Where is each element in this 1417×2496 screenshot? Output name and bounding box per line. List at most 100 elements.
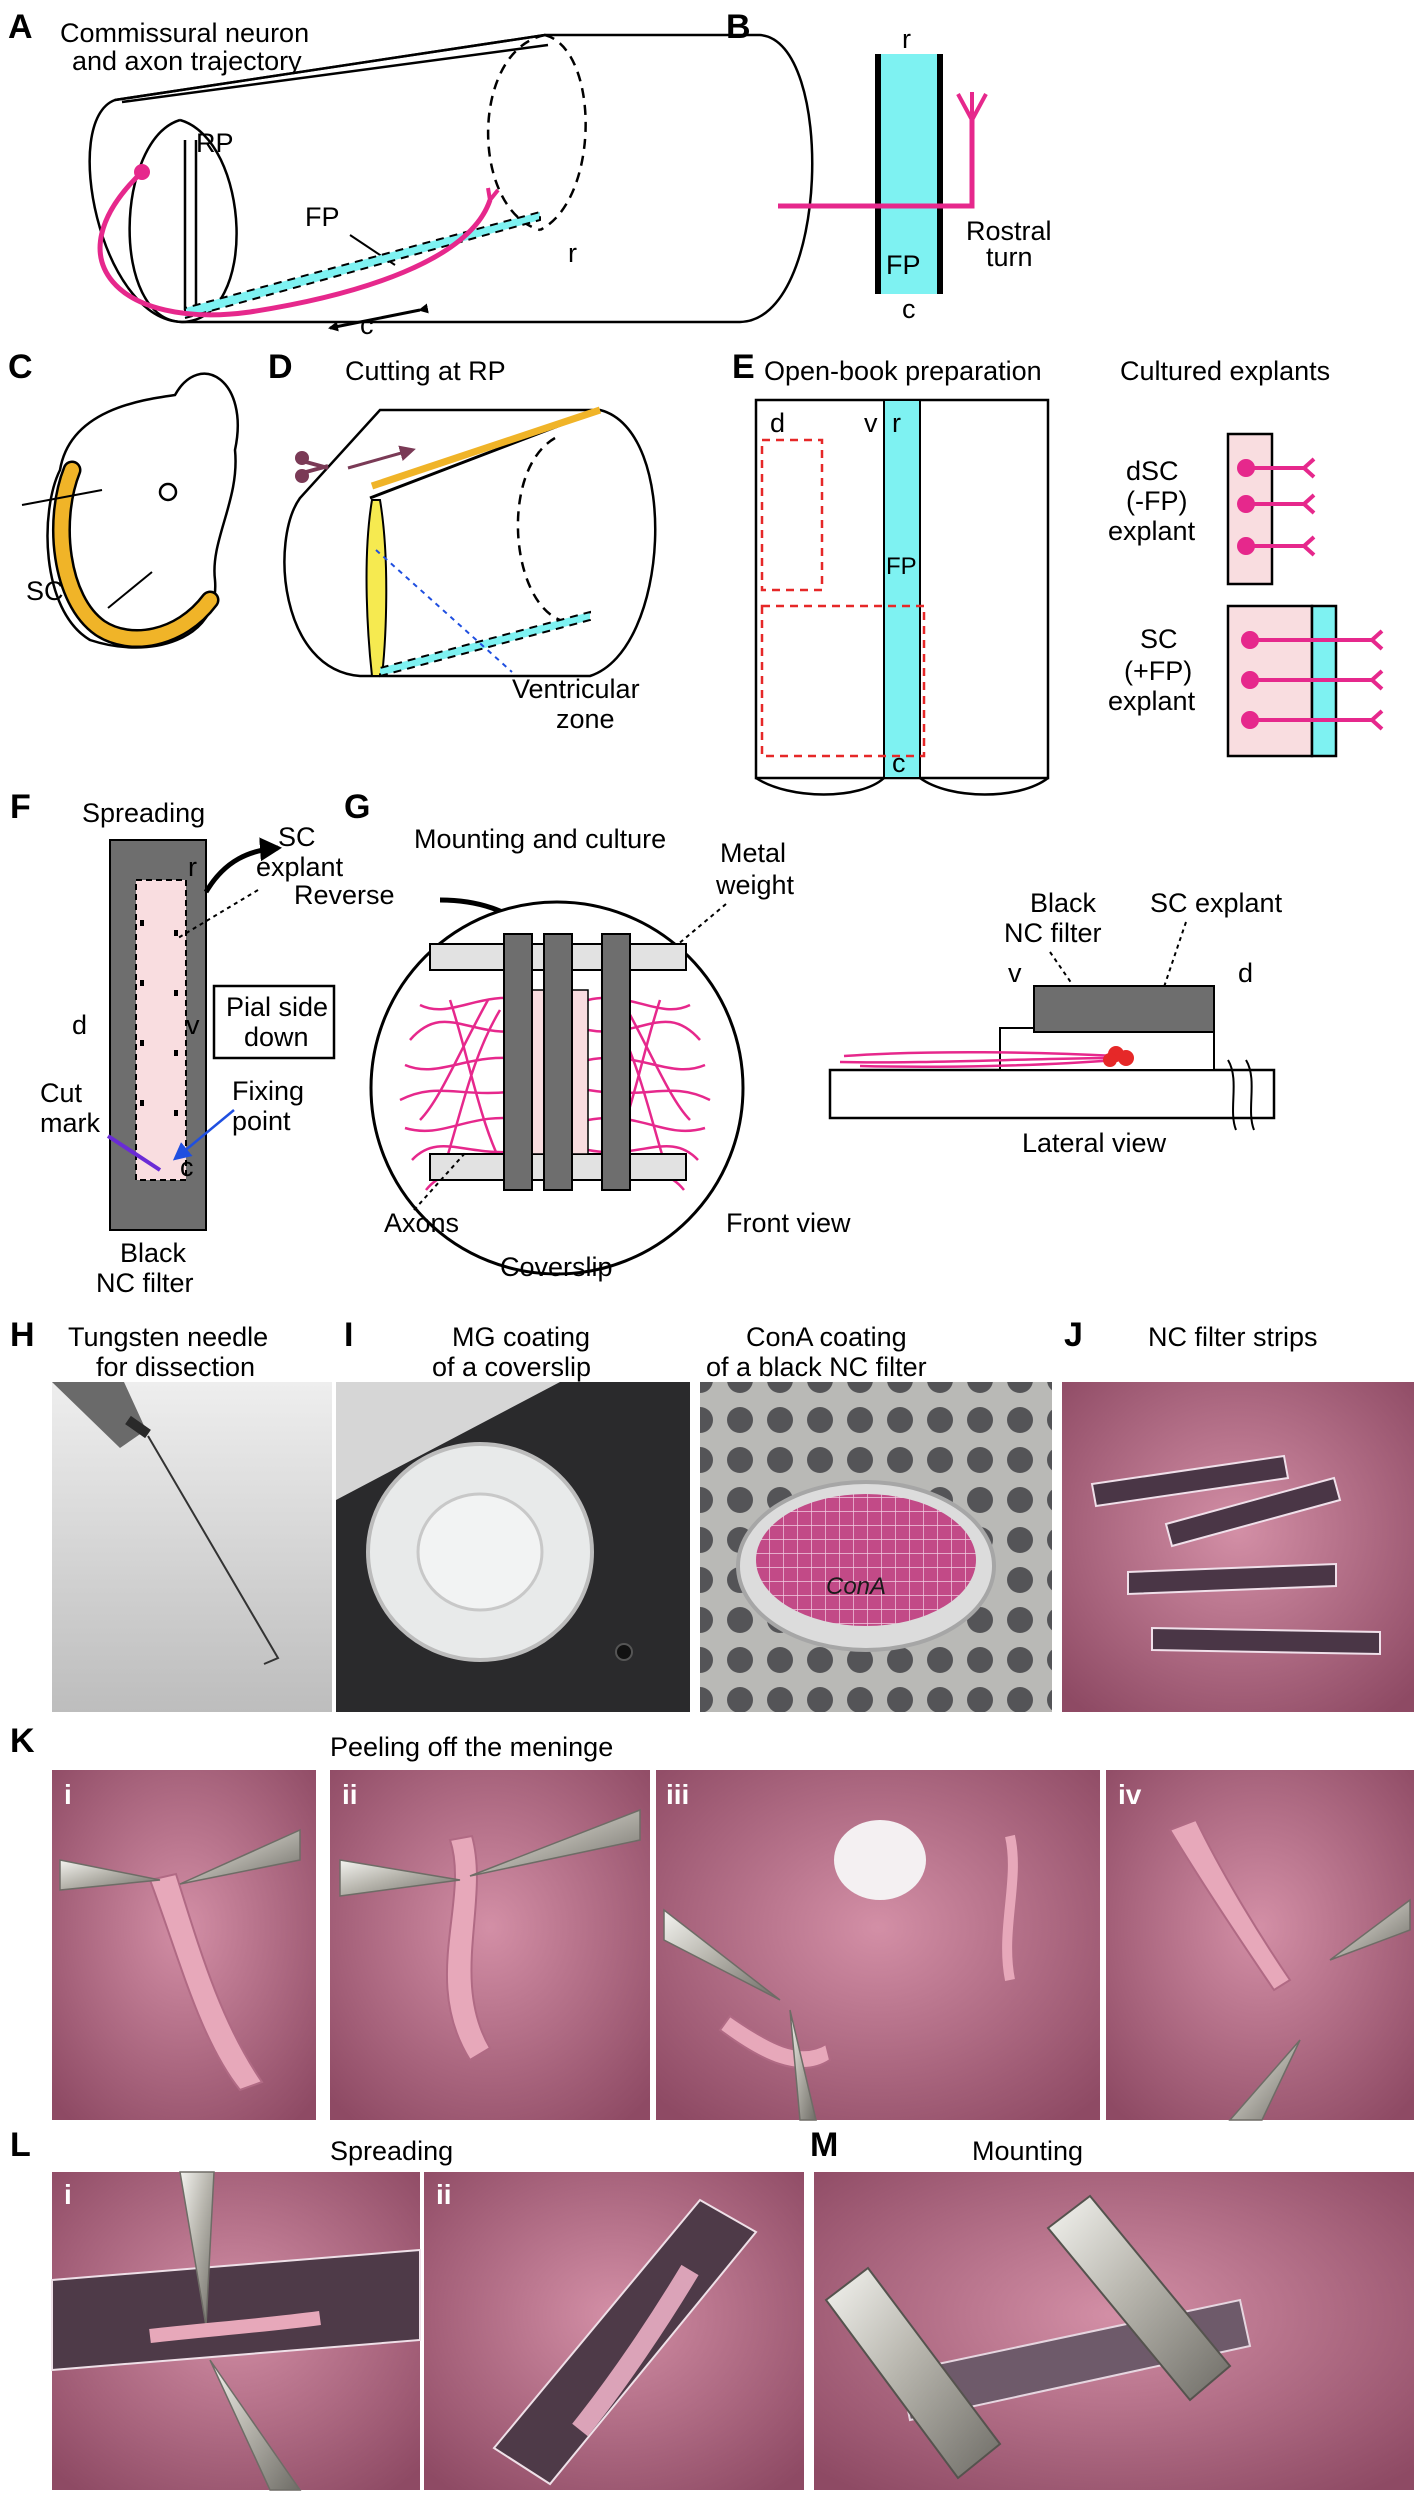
sc-label-line2: (+FP) xyxy=(1124,656,1192,686)
panel-d-ventricular-leader xyxy=(375,549,513,673)
panel-a-r-label: r xyxy=(568,238,577,268)
lateral-nc-filter xyxy=(1033,985,1215,1033)
lateral-axons xyxy=(839,1050,1117,1068)
panel-b-r-label: r xyxy=(902,24,911,54)
panel-a-fp-label: FP xyxy=(305,202,340,232)
growth-cone xyxy=(486,187,500,202)
fixing-point-arrow xyxy=(172,1109,235,1161)
panel-g-filter-line2: NC filter xyxy=(1004,918,1102,948)
nc-filter-right xyxy=(601,933,631,1191)
panel-m-letter: M xyxy=(810,2126,838,2164)
pial-line2: down xyxy=(244,1022,309,1052)
dsc-axons xyxy=(1237,457,1316,557)
nc-filter-strips xyxy=(1090,1454,1381,1656)
panel-f-spreading: Spreading xyxy=(82,798,205,828)
panel-g-filter-line1: Black xyxy=(1030,888,1097,918)
panel-e-title: Open-book preparation xyxy=(764,356,1042,386)
panel-f-d-label: d xyxy=(72,1010,87,1040)
panel-l-sub-ii: ii xyxy=(436,2179,452,2210)
panel-f-r-label: r xyxy=(188,852,197,882)
panel-a-rc-arrow xyxy=(328,303,429,332)
panel-a-c-label: c xyxy=(360,310,374,340)
panel-f-sc-line2: explant xyxy=(256,852,344,882)
cut-mark-line xyxy=(106,1134,162,1172)
panel-d-zone-line2: zone xyxy=(556,704,615,734)
panel-d: D Cutting at RP Ventricular zone xyxy=(268,348,657,734)
panel-b-turn-line1: Rostral xyxy=(966,216,1052,246)
panel-g-coverslip: Coverslip xyxy=(500,1252,613,1282)
panel-e-letter: E xyxy=(732,348,755,386)
panel-g-weight-line2: weight xyxy=(715,870,795,900)
cona-nc-filter xyxy=(756,1494,976,1626)
panel-f-filter-line1: Black xyxy=(120,1238,187,1268)
panel-e-d-label: d xyxy=(770,408,785,438)
nc-filter-left xyxy=(543,933,573,1191)
panel-g-axons: Axons xyxy=(384,1208,459,1238)
explant-dots xyxy=(140,920,178,1116)
panel-a-letter: A xyxy=(8,8,33,46)
k-forceps xyxy=(59,1808,1411,2121)
panel-h-letter: H xyxy=(10,1316,35,1354)
commissural-axon-path xyxy=(97,170,493,318)
panel-f: F Spreading r SC explant d v Pial side d… xyxy=(10,788,344,1298)
panel-e-c-label: c xyxy=(892,748,906,778)
panel-g-axons-leader xyxy=(413,1151,467,1211)
panel-f-c-label: c xyxy=(180,1152,194,1182)
panel-m-title: Mounting xyxy=(972,2136,1083,2166)
panel-f-letter: F xyxy=(10,788,31,826)
panel-j: J NC filter strips xyxy=(1062,1316,1414,1712)
dsc-label-line3: explant xyxy=(1108,516,1196,546)
needle-holder xyxy=(52,1382,146,1448)
panel-b-growth-cone xyxy=(956,92,988,121)
panel-l-letter: L xyxy=(10,2126,31,2164)
panel-d-cut-arrow xyxy=(347,445,416,470)
panel-c-cut-line-lower xyxy=(107,571,153,609)
panel-b: B r FP c Rostral turn xyxy=(726,8,1052,324)
panel-l: L Spreading i ii xyxy=(10,2126,804,2491)
panel-d-roof-plate-cut xyxy=(370,406,602,490)
spinal-cord-yellow xyxy=(54,463,217,646)
panel-g-v-label: v xyxy=(1008,958,1022,988)
lateral-neurons xyxy=(1103,1046,1134,1067)
panel-e-cultured-title: Cultured explants xyxy=(1120,356,1330,386)
panel-c-letter: C xyxy=(8,348,33,386)
panel-e-fp-label: FP xyxy=(886,553,917,580)
spinal-cord-tube-outline xyxy=(88,33,814,324)
open-book-bottom-curves xyxy=(755,776,1049,796)
mg-coverslip xyxy=(416,1492,544,1612)
panel-k-title: Peeling off the meninge xyxy=(330,1732,613,1762)
photo-tungsten-needle xyxy=(52,1382,332,1712)
panel-b-c-label: c xyxy=(902,294,916,324)
k-tissues xyxy=(148,1818,1292,2092)
panel-k: K Peeling off the meninge i ii iii iv xyxy=(10,1722,1414,2121)
panel-g-weight-line1: Metal xyxy=(720,838,786,868)
panel-j-letter: J xyxy=(1064,1316,1083,1354)
l-i-forceps xyxy=(179,2171,302,2491)
sc-label-line3: explant xyxy=(1108,686,1196,716)
panel-e-r-label: r xyxy=(892,408,901,438)
panel-a: A Commissural neuron and axon trajectory… xyxy=(8,8,814,340)
panel-i: I MG coating of a coverslip ConA coating… xyxy=(336,1316,1052,1712)
panel-f-cut-line2: mark xyxy=(40,1108,100,1138)
panel-l-title: Spreading xyxy=(330,2136,453,2166)
panel-f-sc-line1: SC xyxy=(278,822,316,852)
panel-k-sub-ii: ii xyxy=(342,1779,358,1810)
mg-screw xyxy=(615,1643,633,1661)
needle-wire xyxy=(147,1435,280,1665)
sc-label-line1: SC xyxy=(1140,624,1178,654)
panel-g-title: Mounting and culture xyxy=(414,824,666,854)
panel-c-sc-label: SC xyxy=(26,576,64,606)
embryo-eye xyxy=(158,482,178,502)
reverse-arrow xyxy=(203,837,282,894)
panel-f-fix-line1: Fixing xyxy=(232,1076,304,1106)
panel-g-filter-leader xyxy=(1049,951,1073,985)
panel-d-letter: D xyxy=(268,348,293,386)
panel-k-sub-iii: iii xyxy=(666,1779,689,1810)
panel-k-letter: K xyxy=(10,1722,35,1760)
panel-g-sc-explant: SC explant xyxy=(1150,888,1283,918)
photo-nc-strips xyxy=(1062,1382,1414,1712)
panel-g-lateral-view: Lateral view xyxy=(1022,1128,1167,1158)
panel-c: C SC xyxy=(8,348,239,649)
photo-k-ii xyxy=(330,1770,650,2120)
